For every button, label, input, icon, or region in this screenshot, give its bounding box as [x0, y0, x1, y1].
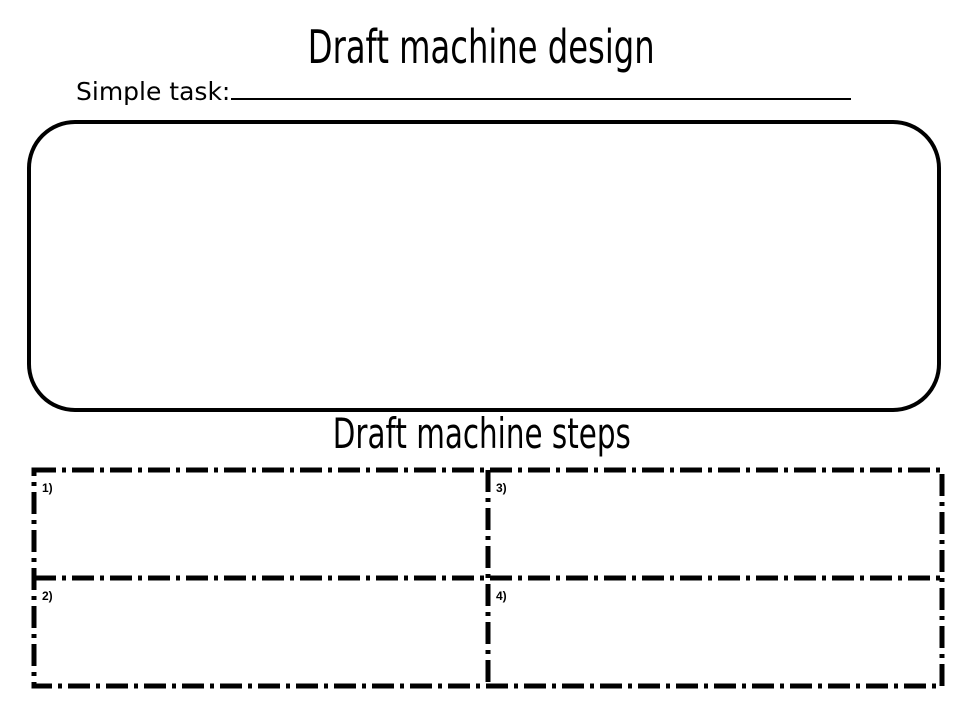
simple-task-blank-line[interactable]	[231, 74, 852, 100]
step-label-2: 2)	[42, 589, 53, 603]
step-box-2[interactable]	[36, 580, 486, 684]
page-title: Draft machine design	[307, 20, 655, 74]
step-box-1[interactable]	[36, 472, 486, 576]
simple-task-label: Simple task:	[76, 77, 231, 106]
steps-title: Draft machine steps	[332, 409, 631, 458]
step-label-4: 4)	[496, 589, 507, 603]
step-box-4[interactable]	[490, 580, 940, 684]
step-box-3[interactable]	[490, 472, 940, 576]
step-label-3: 3)	[496, 481, 507, 495]
step-label-1: 1)	[42, 481, 53, 495]
simple-task-field[interactable]: Simple task:	[76, 74, 852, 106]
design-drawing-area[interactable]	[27, 120, 941, 412]
